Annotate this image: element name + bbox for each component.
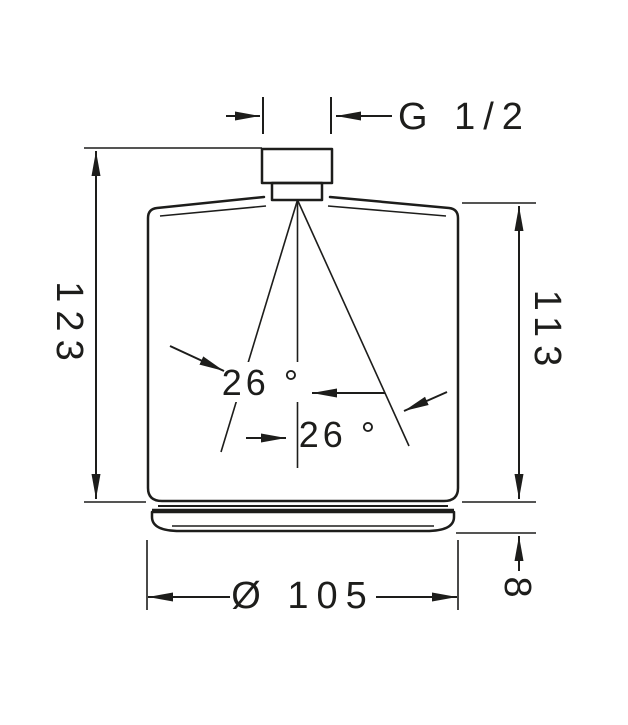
thread-connector <box>260 147 334 202</box>
total-height-label: 123 <box>48 281 90 368</box>
dimension-diameter: Ø 105 <box>146 540 459 617</box>
body-outline <box>146 195 460 503</box>
spray-face <box>150 505 456 533</box>
angle-right-label-halo <box>302 414 380 454</box>
dimension-thread: G 1/2 <box>226 96 531 138</box>
thread-dimension-label: G 1/2 <box>398 96 531 138</box>
body-height-label: 113 <box>526 290 568 375</box>
body-top-rim <box>159 205 447 217</box>
spray-angle-left-label: 26 ° <box>222 362 302 403</box>
angle-arrow-to-left-spray-line <box>169 345 225 372</box>
dimension-total-height: 123 <box>48 147 262 503</box>
shower-head <box>146 147 460 533</box>
spray-disc-outline <box>150 510 456 533</box>
angle-left-label-halo <box>218 362 304 402</box>
spray-line-right <box>296 199 410 447</box>
spray-angle-annotations: 26 ° 26 ° <box>169 345 448 455</box>
diameter-label: Ø 105 <box>231 575 375 617</box>
connector-neck <box>270 181 324 202</box>
disc-height-label: 8 <box>496 576 538 605</box>
connector-nut <box>260 147 334 185</box>
dimension-disc-height: 8 <box>456 532 538 606</box>
spray-angle-right-label: 26 ° <box>299 414 379 455</box>
spray-line-left <box>220 199 299 453</box>
spray-angle-lines <box>220 199 410 468</box>
dimension-body-height: 113 <box>462 202 568 503</box>
angle-arrow-to-right-spray-line <box>403 391 448 412</box>
